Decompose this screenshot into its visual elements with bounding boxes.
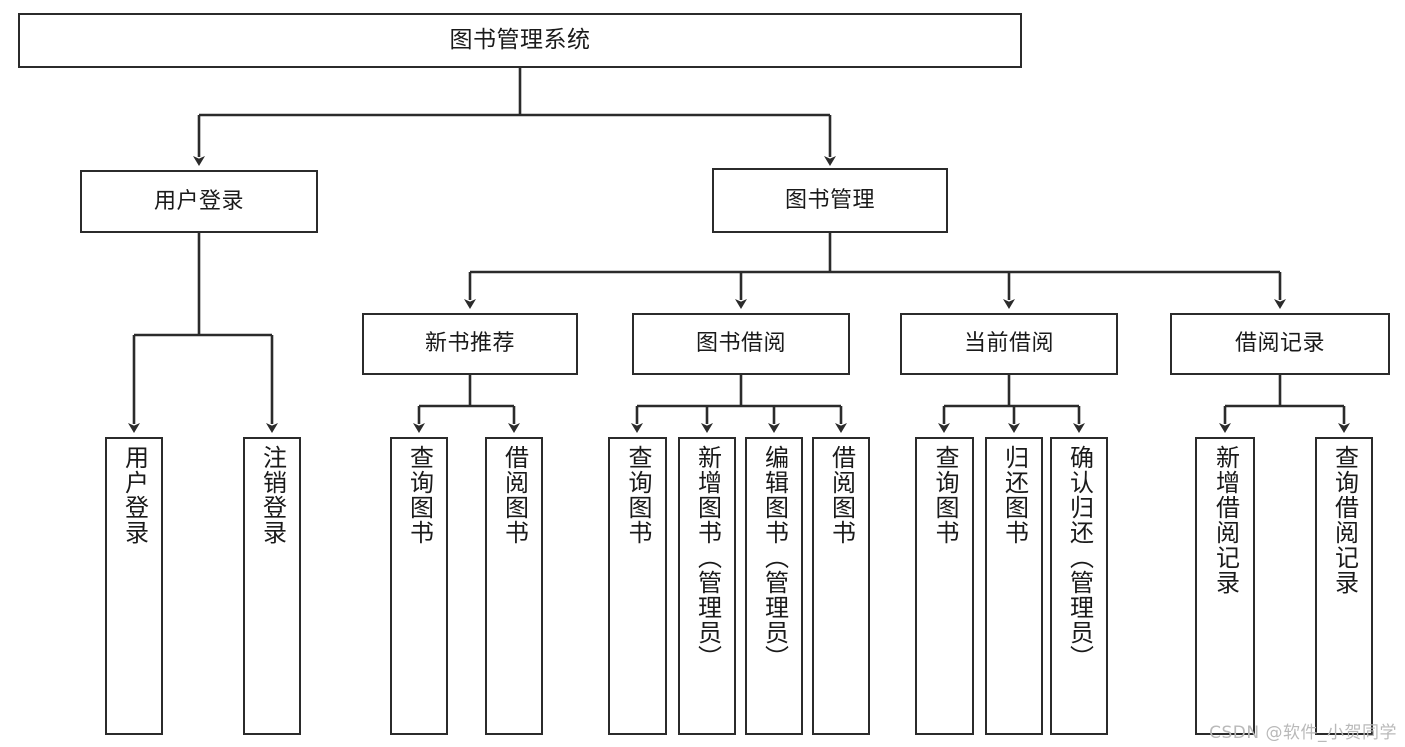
leaf-leaf-query-book-1-label: 查询图书	[405, 445, 434, 545]
leaf-leaf-query-record[interactable]: 查询借阅记录	[1315, 437, 1373, 735]
node-root-label: 图书管理系统	[449, 26, 591, 53]
leaf-leaf-query-book-2[interactable]: 查询图书	[608, 437, 667, 735]
leaf-leaf-query-record-label: 查询借阅记录	[1330, 445, 1359, 595]
node-book-manage-label: 图书管理	[784, 187, 875, 213]
leaf-leaf-add-book-label: 新增图书（管理员）	[693, 445, 722, 670]
leaf-leaf-logout-label: 注销登录	[258, 445, 287, 545]
node-user-login-label: 用户登录	[153, 188, 244, 214]
leaf-leaf-add-book[interactable]: 新增图书（管理员）	[678, 437, 736, 735]
watermark-text: CSDN @软件_小贺同学	[1209, 723, 1397, 743]
leaf-leaf-add-record-label: 新增借阅记录	[1211, 445, 1240, 595]
leaf-leaf-logout[interactable]: 注销登录	[243, 437, 301, 735]
leaf-leaf-query-book-2-label: 查询图书	[623, 445, 652, 545]
node-book-borrow-label: 图书借阅	[695, 331, 786, 357]
leaf-leaf-return-book[interactable]: 归还图书	[985, 437, 1043, 735]
node-borrow-record[interactable]: 借阅记录	[1170, 313, 1390, 375]
leaf-leaf-query-book-3-label: 查询图书	[930, 445, 959, 545]
node-root[interactable]: 图书管理系统	[18, 13, 1022, 68]
leaf-leaf-query-book-1[interactable]: 查询图书	[390, 437, 448, 735]
leaf-leaf-edit-book[interactable]: 编辑图书（管理员）	[745, 437, 803, 735]
leaf-leaf-user-login[interactable]: 用户登录	[105, 437, 163, 735]
node-new-book-rec-label: 新书推荐	[424, 331, 515, 357]
node-book-manage[interactable]: 图书管理	[712, 168, 948, 233]
node-new-book-rec[interactable]: 新书推荐	[362, 313, 578, 375]
leaf-leaf-user-login-label: 用户登录	[120, 445, 149, 545]
leaf-leaf-confirm-return[interactable]: 确认归还（管理员）	[1050, 437, 1108, 735]
leaf-leaf-borrow-book-1-label: 借阅图书	[500, 445, 529, 545]
node-borrow-record-label: 借阅记录	[1234, 331, 1325, 357]
leaf-leaf-edit-book-label: 编辑图书（管理员）	[760, 445, 789, 670]
node-user-login[interactable]: 用户登录	[80, 170, 318, 233]
leaf-leaf-borrow-book-1[interactable]: 借阅图书	[485, 437, 543, 735]
leaf-leaf-add-record[interactable]: 新增借阅记录	[1195, 437, 1255, 735]
leaf-leaf-return-book-label: 归还图书	[1000, 445, 1029, 545]
node-current-borrow-label: 当前借阅	[963, 331, 1054, 357]
leaf-leaf-query-book-3[interactable]: 查询图书	[915, 437, 974, 735]
leaf-leaf-borrow-book-2[interactable]: 借阅图书	[812, 437, 870, 735]
leaf-leaf-borrow-book-2-label: 借阅图书	[827, 445, 856, 545]
leaf-leaf-confirm-return-label: 确认归还（管理员）	[1065, 445, 1094, 670]
node-book-borrow[interactable]: 图书借阅	[632, 313, 850, 375]
node-current-borrow[interactable]: 当前借阅	[900, 313, 1118, 375]
